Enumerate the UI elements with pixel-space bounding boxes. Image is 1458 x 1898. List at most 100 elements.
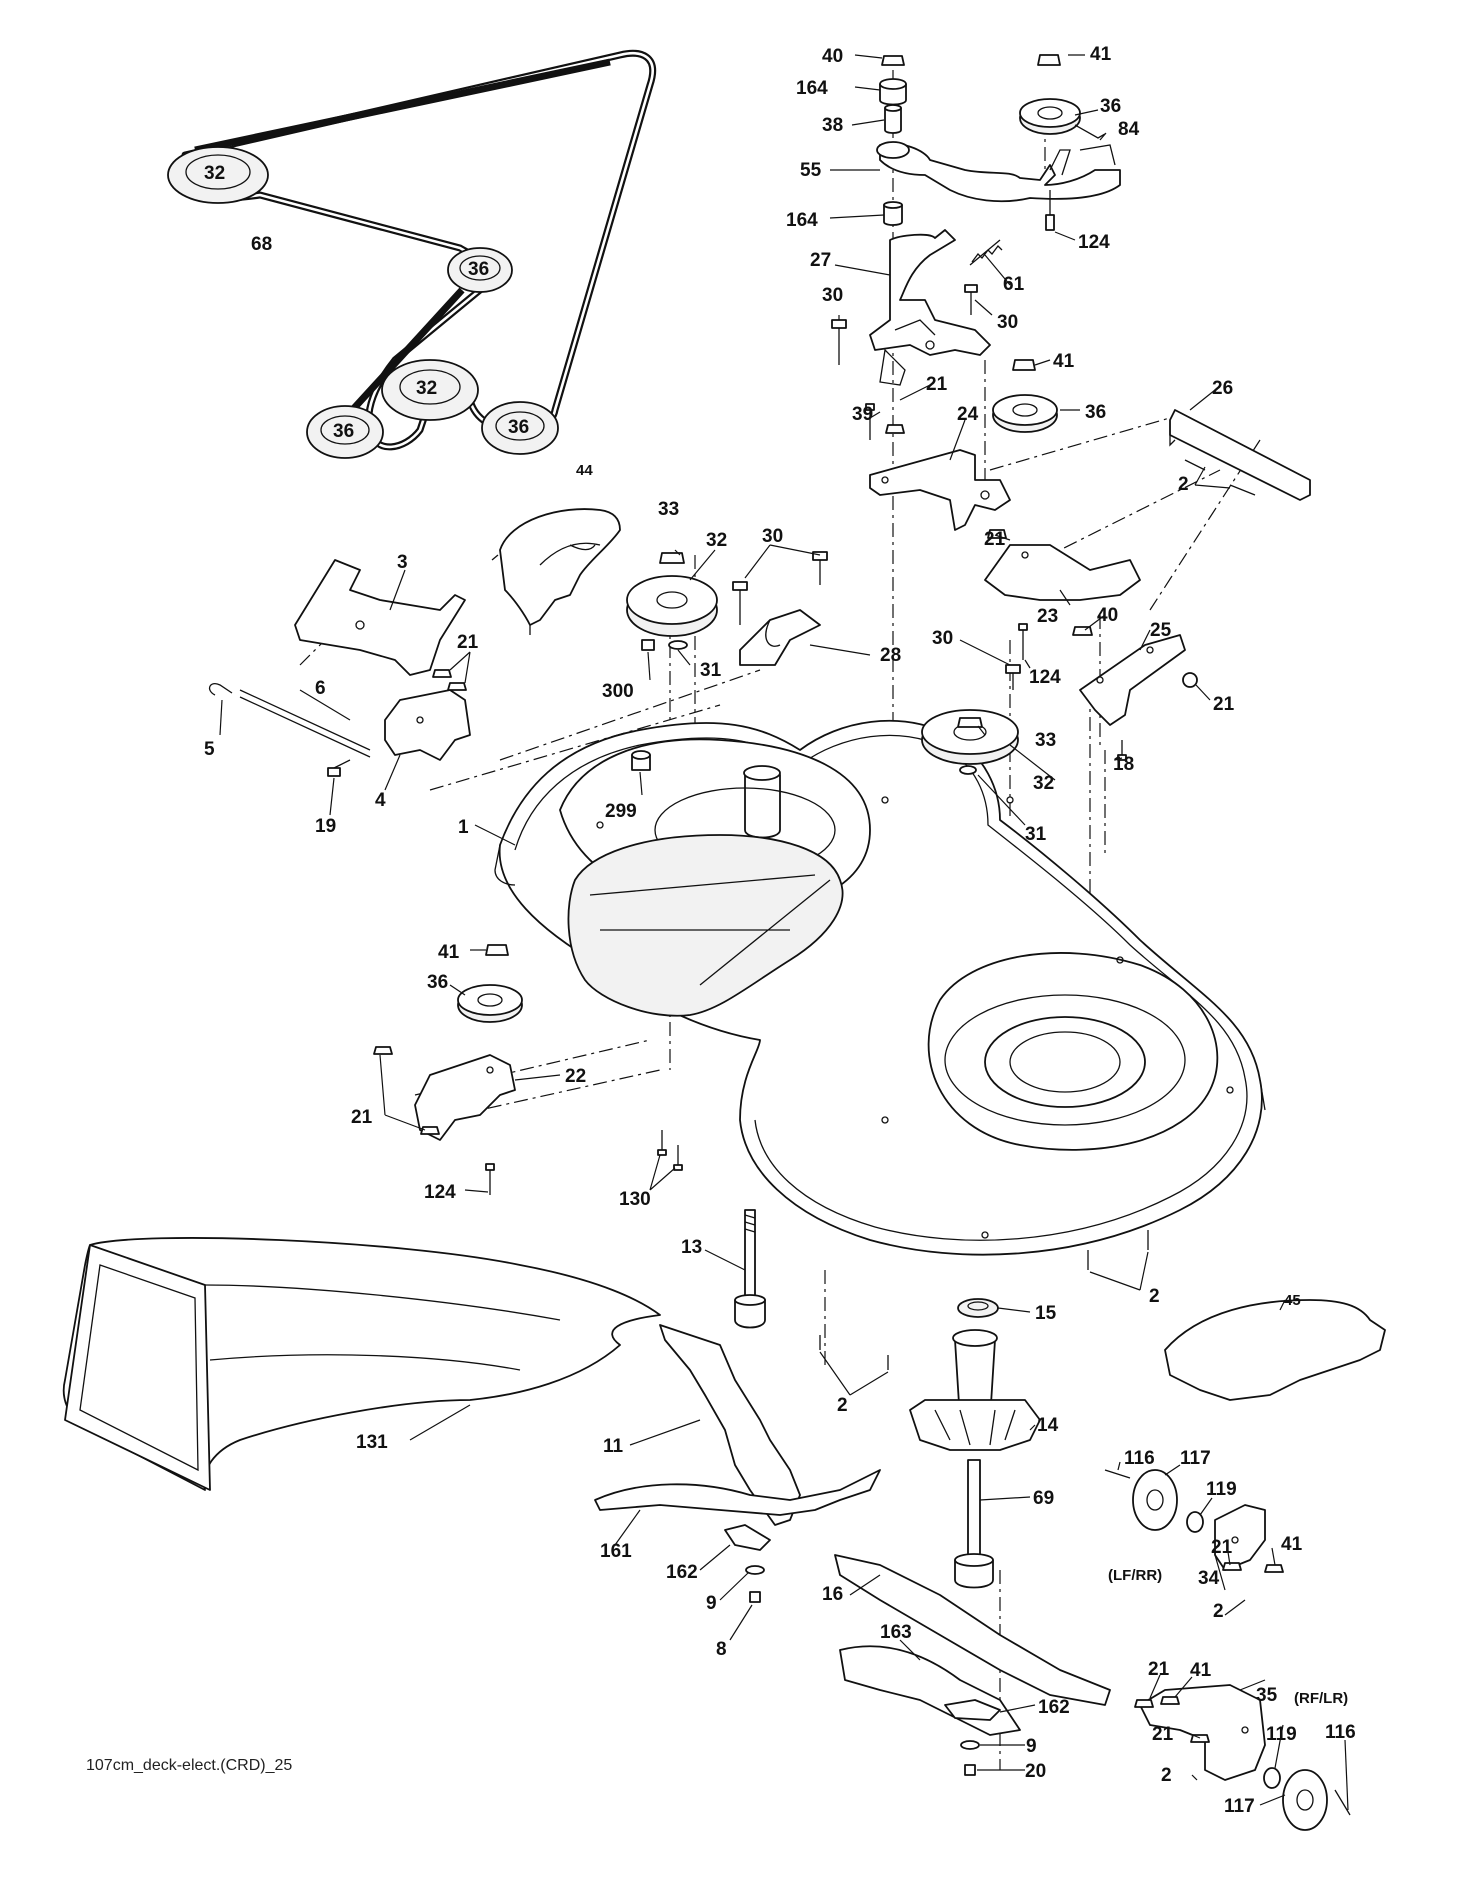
callout-55: 55	[800, 160, 822, 181]
bolt-20	[964, 1764, 976, 1776]
callout-124-mid: 124	[1029, 667, 1061, 688]
svg-text:32: 32	[204, 163, 225, 184]
callout-41-wheel-upper: 41	[1281, 1534, 1303, 1555]
belt-pulley-36-bottom: 36	[481, 401, 559, 455]
nuts-41-wheel	[1160, 1564, 1284, 1705]
callout-21-wheel-upper: 21	[1211, 1537, 1233, 1558]
bolt-300	[641, 639, 655, 651]
nuts-21-wheel	[1134, 1562, 1242, 1743]
belt-guard-45	[1164, 1299, 1386, 1401]
leader-lines	[219, 54, 1349, 1811]
svg-text:32: 32	[416, 378, 437, 399]
bracket-25	[1079, 634, 1186, 726]
svg-text:36: 36	[468, 259, 489, 280]
callout-labels: 40 41 164 36 38 84 55 164 124 27 61 30 3…	[204, 44, 1356, 1817]
callout-2-deck-right: 2	[1149, 1286, 1160, 1307]
callout-21-wheel-lower: 21	[1148, 1659, 1170, 1680]
nut-41-left	[485, 944, 509, 956]
pulley-32-center	[626, 575, 718, 637]
spindle-housing-14	[909, 1329, 1041, 1451]
bracket-4	[384, 689, 471, 761]
callout-13: 13	[681, 1237, 702, 1258]
bracket-34	[1214, 1504, 1266, 1571]
bracket-35	[1139, 1684, 1266, 1781]
callout-300: 300	[602, 681, 634, 702]
nut-33-center	[659, 552, 685, 564]
belt-guard-44	[491, 508, 621, 635]
nut-41-top	[1037, 54, 1061, 66]
belt-pulley-36-left: 36	[306, 405, 384, 459]
callout-23: 23	[1037, 606, 1058, 627]
svg-text:36: 36	[508, 417, 529, 438]
pulley-36-top-right	[1019, 98, 1081, 135]
nut-40-top	[881, 55, 905, 66]
washer-31-center	[668, 640, 688, 650]
callout-32-center: 32	[706, 530, 727, 551]
callout-32-right: 32	[1033, 773, 1054, 794]
callout-30-upper-left: 30	[822, 285, 843, 306]
callout-36-top: 36	[1100, 96, 1121, 117]
callout-26: 26	[1212, 378, 1233, 399]
callout-117-upper: 117	[1180, 1448, 1211, 1469]
bolt-124-mid	[1018, 623, 1028, 660]
callout-2-bracket-26: 2	[1178, 474, 1189, 495]
callout-4: 4	[375, 790, 386, 811]
bolt-116-lower	[1334, 1789, 1351, 1816]
callout-5: 5	[204, 739, 215, 760]
bolt-30-center-right	[812, 551, 828, 585]
callout-21-left-upper: 21	[457, 632, 479, 653]
callout-9-right: 9	[1026, 1736, 1037, 1757]
callout-14: 14	[1037, 1415, 1059, 1436]
bolt-8	[749, 1591, 761, 1603]
callout-45: 45	[1284, 1292, 1301, 1309]
nut-21-left-upper	[432, 669, 467, 691]
washer-119-lower	[1263, 1767, 1281, 1789]
bolt-39	[865, 403, 875, 440]
bracket-23	[984, 544, 1141, 601]
callout-117-lower: 117	[1224, 1796, 1255, 1817]
callout-30-center: 30	[762, 526, 783, 547]
callout-44: 44	[576, 462, 593, 479]
callout-41-left: 41	[438, 942, 460, 963]
callout-1: 1	[458, 817, 469, 838]
callout-31-center: 31	[700, 660, 722, 681]
wheel-117-upper	[1132, 1469, 1178, 1531]
callout-162-left: 162	[666, 1562, 698, 1583]
callout-30-upper-right: 30	[997, 312, 1018, 333]
belt-pulley-32-center: 32	[381, 359, 479, 421]
callout-28: 28	[880, 645, 901, 666]
callout-6: 6	[315, 678, 326, 699]
mower-deck-housing	[494, 719, 1266, 1256]
annotation-lf-rr: (LF/RR)	[1108, 1567, 1162, 1584]
callout-34: 34	[1198, 1568, 1220, 1589]
callout-16: 16	[822, 1584, 843, 1605]
callout-2-wheel-lower: 2	[1161, 1765, 1172, 1786]
callout-84: 84	[1118, 119, 1140, 140]
callout-19: 19	[315, 816, 336, 837]
callout-9-left: 9	[706, 1593, 717, 1614]
callout-36-left: 36	[427, 972, 448, 993]
callout-2-center: 2	[837, 1395, 848, 1416]
washer-9-right	[960, 1740, 980, 1750]
annotation-rf-lr: (RF/LR)	[1294, 1690, 1348, 1707]
bolt-116-upper	[1104, 1469, 1131, 1479]
callout-164-bottom: 164	[786, 210, 818, 231]
spindle-13	[734, 1209, 766, 1329]
spacer-38	[884, 104, 902, 134]
bolts-2-deck-right	[1087, 1230, 1149, 1270]
callout-68: 68	[251, 234, 272, 255]
spindle-shaft-69	[954, 1459, 994, 1589]
pulley-36-mid-right	[992, 394, 1058, 433]
bolts-2-center	[819, 1335, 889, 1370]
callout-30-mid: 30	[932, 628, 953, 649]
callout-299: 299	[605, 801, 637, 822]
knob-299	[631, 750, 651, 771]
bolt-18	[1117, 740, 1127, 761]
callout-18: 18	[1113, 754, 1134, 775]
callout-39: 39	[852, 404, 873, 425]
bracket-28	[739, 609, 821, 666]
nut-41-mid	[1012, 359, 1036, 371]
callout-25: 25	[1150, 620, 1172, 641]
rod-6	[239, 689, 371, 758]
pulley-36-left	[457, 984, 523, 1023]
